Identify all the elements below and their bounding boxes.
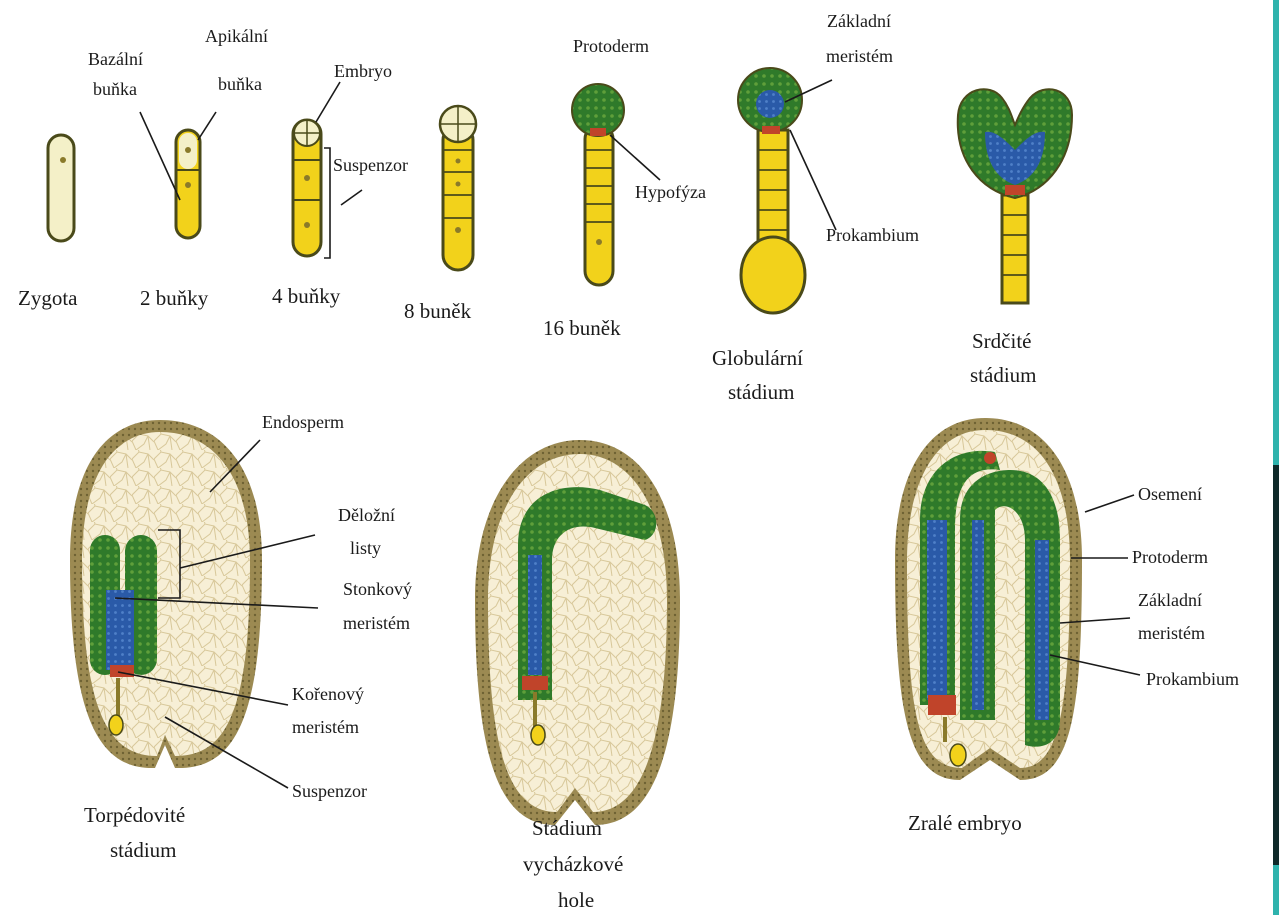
stage-zygota: Zygota: [18, 286, 78, 310]
stage-srdcite-2: stádium: [970, 363, 1037, 387]
label-delozni-1: Děložní: [338, 505, 395, 525]
hypofyza-leader: [610, 135, 660, 180]
stage-16-bunek: 16 buněk: [543, 316, 621, 340]
sixteen-cell-embryo: [572, 84, 624, 285]
label-suspenzor-bottom: Suspenzor: [292, 781, 367, 801]
stage-zrale-embryo: Zralé embryo: [908, 811, 1022, 835]
suspenzor-top-leader: [341, 190, 362, 205]
label-zakladni-right-2: meristém: [1138, 623, 1205, 643]
label-embryo: Embryo: [334, 61, 392, 81]
apikalni-leader: [198, 112, 216, 140]
stage-torpedovite-1: Torpédovité: [84, 803, 185, 827]
osemeni-leader: [1085, 495, 1134, 512]
label-endosperm: Endosperm: [262, 412, 344, 432]
prokambium-top-leader: [790, 130, 836, 230]
embryo-leader: [316, 82, 340, 122]
label-suspenzor-top: Suspenzor: [333, 155, 408, 175]
slide-edge-dark: [1273, 465, 1279, 865]
label-bazalni-2: buňka: [93, 79, 137, 99]
label-korenovy-1: Kořenový: [292, 684, 364, 704]
label-osemeni: Osemení: [1138, 484, 1202, 504]
label-apikalni-1: Apikální: [205, 26, 268, 46]
label-prokambium-top: Prokambium: [826, 225, 919, 245]
suspenzor-bracket: [324, 148, 330, 258]
bazalni-leader: [140, 112, 180, 200]
eight-cell-embryo: [440, 106, 476, 270]
stage-vychazkova-1: Stádium: [532, 816, 602, 840]
label-prokambium-right: Prokambium: [1146, 669, 1239, 689]
label-zakladni-top-2: meristém: [826, 46, 893, 66]
two-cell-embryo: [176, 130, 200, 238]
label-bazalni-1: Bazální: [88, 49, 143, 69]
globular-embryo: [738, 68, 805, 313]
label-korenovy-2: meristém: [292, 717, 359, 737]
stage-globularni-1: Globulární: [712, 346, 803, 370]
label-stonkovy-2: meristém: [343, 613, 410, 633]
four-cell-embryo: [293, 120, 321, 256]
stage-8-bunek: 8 buněk: [404, 299, 472, 323]
label-hypofyza: Hypofýza: [635, 182, 706, 202]
label-protoderm-top: Protoderm: [573, 36, 649, 56]
walking-stick-stage-seed: [475, 440, 680, 825]
zygote-cell: [48, 135, 74, 241]
label-zakladni-top-1: Základní: [827, 11, 891, 31]
stage-vychazkova-2: vycházkové: [523, 852, 623, 876]
label-delozni-2: listy: [350, 538, 381, 558]
label-zakladni-right-1: Základní: [1138, 590, 1202, 610]
torpedo-stage-seed: [70, 420, 262, 768]
stage-vychazkova-3: hole: [558, 888, 594, 912]
label-stonkovy-1: Stonkový: [343, 579, 412, 599]
stage-4-bunky: 4 buňky: [272, 284, 341, 308]
stage-srdcite-1: Srdčité: [972, 329, 1031, 353]
stage-2-bunky: 2 buňky: [140, 286, 209, 310]
heart-stage-embryo: [958, 89, 1072, 303]
mature-embryo-seed: [895, 418, 1082, 780]
label-protoderm-right: Protoderm: [1132, 547, 1208, 567]
stage-torpedovite-2: stádium: [110, 838, 177, 862]
stage-globularni-2: stádium: [728, 380, 795, 404]
label-apikalni-2: buňka: [218, 74, 262, 94]
